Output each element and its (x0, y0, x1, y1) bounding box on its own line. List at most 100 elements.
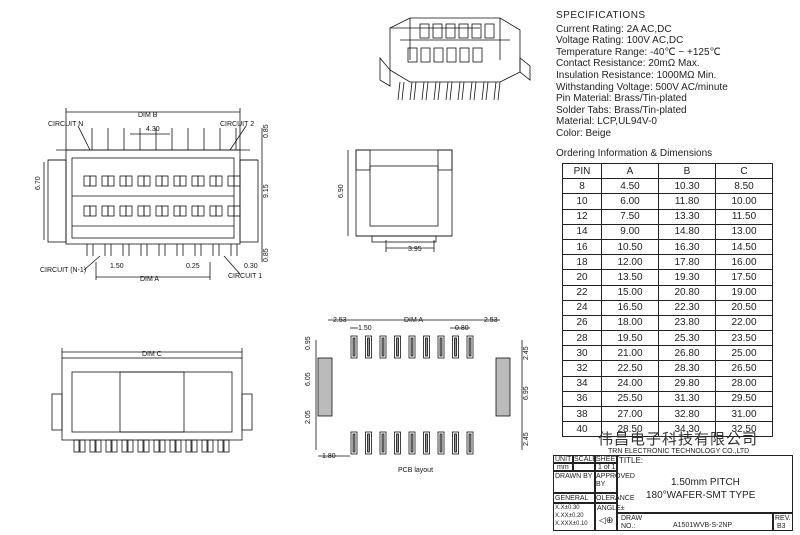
right-solder-tab (239, 159, 259, 243)
iso-cavity (420, 47, 431, 63)
drawing-title-line1: 1.50mm PITCH (671, 477, 740, 488)
pcb-pad-top-inner (410, 337, 414, 357)
leader (223, 255, 241, 275)
front-contact (179, 205, 187, 217)
bottom-pin (175, 439, 182, 453)
dim-395-label: 3.95 (408, 246, 422, 253)
table-cell: 23.80 (658, 314, 716, 332)
table-cell: 22.50 (601, 360, 659, 377)
table-cell: 6.00 (601, 193, 659, 210)
table-cell: 40 (562, 421, 602, 438)
spec-line: Withstanding Voltage: 500V AC/minute (556, 81, 728, 93)
dim-a-label-pcb: DIM A (404, 317, 423, 324)
front-contact (191, 205, 199, 217)
spec-line: Temperature Range: -40℃ ~ +125℃ (556, 46, 721, 58)
unit-label: UNIT (555, 456, 572, 463)
iso-cavity (419, 23, 430, 39)
draw-label: DRAW (621, 515, 643, 522)
scale-label: SCALE (574, 456, 597, 463)
table-cell: 24 (562, 299, 602, 316)
bottom-inner (71, 371, 233, 433)
dim-915-label: 9.15 (263, 184, 270, 198)
specifications: SPECIFICATIONS Current Rating: 2A AC,DC … (556, 10, 796, 140)
spec-line: Color: Beige (556, 127, 612, 139)
table-cell: 18 (562, 254, 602, 271)
table-cell: 15.00 (601, 284, 659, 301)
table-cell: 28 (562, 330, 602, 347)
iso-cavity (433, 47, 444, 63)
spec-line: Contact Resistance: 20mΩ Max. (556, 58, 700, 70)
iso-pin (437, 81, 441, 101)
front-contact (89, 205, 97, 217)
table-cell: 12.00 (601, 254, 659, 271)
pcb-pad-top-inner (352, 337, 356, 357)
iso-edges (390, 18, 510, 60)
front-contact (209, 205, 217, 217)
pcb-solder-pad-right (495, 357, 511, 417)
col-header-a: A (601, 162, 659, 180)
bottom-pin (137, 439, 144, 453)
dim-605-label: 6.05 (305, 372, 312, 386)
pcb-pad-top-inner (367, 337, 370, 357)
iso-pin (397, 81, 401, 101)
iso-cavity (471, 23, 482, 39)
iso-solder-tab (379, 56, 531, 87)
bottom-pin (169, 439, 176, 453)
iso-cavity (446, 47, 457, 63)
table-cell: 11.80 (658, 193, 716, 210)
pcb-pad-bottom-inner (425, 433, 428, 453)
dim-253a-label: 2.53 (333, 317, 347, 324)
table-cell: 26 (562, 314, 602, 332)
table-cell: 28.30 (658, 360, 716, 377)
dim-095-label: 0.95 (305, 336, 312, 350)
leader (77, 125, 91, 151)
front-contact (107, 175, 115, 187)
front-contact (137, 205, 145, 217)
dim-080-label: 0.80 (455, 325, 469, 332)
spec-line: Solder Tabs: Brass/Tin-plated (556, 104, 687, 116)
front-contact (161, 205, 169, 217)
tolerance-label: OLERANCE (596, 495, 635, 502)
table-cell: 38 (562, 405, 602, 423)
table-cell: 13.50 (601, 269, 659, 286)
bottom-pin (79, 439, 86, 453)
front-contact (209, 175, 217, 187)
pcb-pad-top-inner (381, 337, 385, 357)
front-contact (83, 175, 91, 187)
sheet-label: SHEET (596, 456, 620, 463)
dim-085b-label: 0.85 (263, 248, 270, 262)
bottom-pin (111, 439, 118, 453)
table-cell: 31.30 (658, 390, 716, 408)
table-cell: 23.50 (715, 330, 773, 347)
table-cell: 9.00 (601, 223, 659, 240)
bottom-pin (121, 439, 128, 453)
tolerance-1: X.X±0.30 (555, 505, 580, 511)
col-header-pin: PIN (562, 162, 602, 180)
table-cell: 36 (562, 390, 602, 408)
front-contact (161, 175, 169, 187)
spec-line: Insulation Resistance: 1000MΩ Min. (556, 69, 717, 81)
table-cell: 20 (562, 269, 602, 286)
table-cell: 31.00 (715, 405, 773, 423)
front-contact (125, 205, 133, 217)
table-cell: 11.50 (715, 208, 773, 225)
bottom-pin (191, 439, 198, 453)
table-cell: 21.00 (601, 345, 659, 362)
dim-695-label: 6.95 (523, 386, 530, 400)
dim-670-label: 6.70 (35, 176, 42, 190)
iso-pin (401, 81, 405, 101)
front-contact (215, 205, 223, 217)
dim-245a-label: 2.45 (523, 346, 530, 360)
table-cell: 13.00 (715, 223, 773, 240)
front-contact (215, 175, 223, 187)
angle-label: ANGLE± (597, 505, 625, 512)
dim-a-label-front: DIM A (140, 276, 159, 283)
